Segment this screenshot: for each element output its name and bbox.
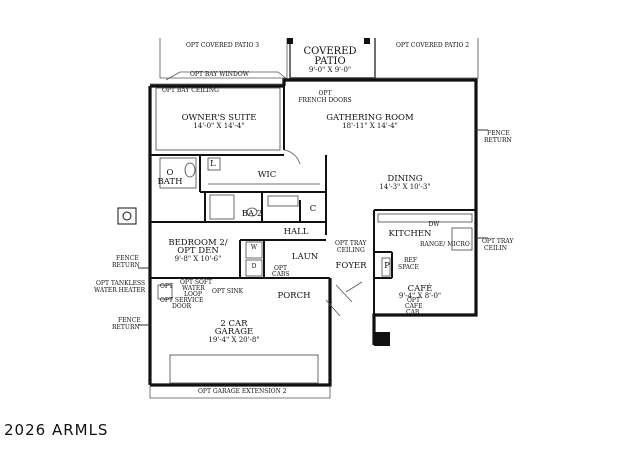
note-opt-cafe-cab-1: OPT [407, 297, 420, 304]
note-opt-cabs-2: CABS [272, 271, 289, 278]
room-wic-name: WIC [258, 170, 277, 180]
note-opt-soft-water-2: WATER [182, 285, 205, 292]
note-range-micro: RANGE/ MICRO [420, 241, 470, 248]
room-laun-name: LAUN [292, 252, 319, 262]
room-bedroom2-name-1: BEDROOM 2/ [168, 238, 227, 248]
note-ref-space-2: SPACE [398, 264, 419, 271]
room-cafe-dims: 9'-4" X 8'-0" [399, 292, 441, 300]
hvac-symbol [117, 207, 137, 225]
door-swings [283, 149, 363, 317]
garage-extension-outline [149, 386, 331, 399]
room-bedroom2-name-2: OPT DEN [177, 246, 219, 256]
note-opt-soft-water-3: LOOP [184, 291, 202, 298]
room-dining-name: DINING [387, 174, 422, 184]
note-opt-tankless-2: WATER HEATER [94, 287, 146, 294]
room-dw-label: DW [429, 221, 441, 228]
fence-lines [138, 129, 488, 326]
note-opt-cabs-1: OPT [274, 265, 287, 272]
note-ref-space-1: REF [404, 257, 417, 264]
room-p-label: P [384, 261, 390, 271]
room-cafe-name: CAFÉ [408, 282, 433, 294]
room-garage-name-2: GARAGE [215, 327, 253, 337]
note-opt-tray-ceilin-right-2: CEILIN [484, 245, 507, 252]
note-opt-badge: OPT [160, 283, 173, 290]
note-opt-french-doors-1: OPT [319, 90, 332, 97]
interior-walls [150, 86, 476, 315]
note-opt-bay-ceiling: OPT BAY CEILING [162, 87, 219, 94]
fixtures [155, 87, 473, 384]
room-owners-suite-name: OWNER'S SUITE [182, 113, 257, 123]
room-porch-name: PORCH [277, 291, 310, 301]
note-opt-tankless-1: OPT TANKLESS [96, 280, 145, 287]
note-opt-covered-patio-3: OPT COVERED PATIO 3 [186, 42, 259, 49]
room-owners-bath-name-1: O [167, 168, 174, 178]
note-opt-sink: OPT SINK [212, 288, 244, 295]
note-opt-tray-ceiling-2: CEILING [337, 247, 365, 254]
room-garage-dims: 19'-4" X 20'-8" [208, 336, 259, 344]
optional-patio-outlines [150, 38, 479, 85]
room-gathering-name: GATHERING ROOM [326, 113, 414, 123]
room-w-label: W [251, 244, 258, 251]
note-opt-garage-extension: OPT GARAGE EXTENSION 2 [198, 388, 287, 395]
note-opt-service-door-1: OPT SERVICE [160, 297, 203, 304]
note-fence-return-left-2: RETURN [112, 262, 140, 269]
room-covered-patio-name-2: PATIO [314, 56, 345, 67]
note-opt-tray-ceilin-right-1: OPT TRAY [482, 238, 514, 245]
note-opt-cafe-cab-2: CAFE [405, 303, 422, 310]
entry-steps [374, 332, 390, 346]
room-c-label: C [310, 204, 317, 214]
room-covered-patio-name-1: COVERED [303, 46, 356, 57]
room-ba2-name: BA 2 [242, 209, 263, 219]
room-bedroom2-dims: 9'-8" X 10'-6" [175, 255, 222, 263]
note-opt-french-doors-2: FRENCH DOORS [298, 97, 351, 104]
note-opt-tray-ceiling-1: OPT TRAY [335, 240, 367, 247]
note-opt-covered-patio-2: OPT COVERED PATIO 2 [396, 42, 469, 49]
note-fence-return-lower-2: RETURN [112, 324, 140, 331]
room-foyer-name: FOYER [335, 261, 367, 271]
watermark: 2026 ARMLS [4, 421, 108, 439]
exterior-walls [148, 78, 478, 387]
room-kitchen-name: KITCHEN [389, 229, 432, 239]
note-fence-return-right-1: FENCE [487, 130, 510, 137]
note-opt-cafe-cab-3: CAB [406, 309, 420, 316]
note-opt-soft-water-1: OPT SOFT [180, 279, 212, 286]
room-l-label: L [210, 159, 216, 169]
patio-columns [287, 38, 370, 44]
room-garage-name-1: 2 CAR [220, 319, 248, 329]
note-fence-return-right-2: RETURN [484, 137, 512, 144]
room-hall-name: HALL [284, 227, 309, 237]
note-fence-return-lower-1: FENCE [118, 317, 141, 324]
room-dining-dims: 14'-3" X 10'-3" [379, 183, 430, 191]
room-owners-suite-dims: 14'-0" X 14'-4" [193, 122, 244, 130]
note-fence-return-left-1: FENCE [116, 255, 139, 262]
room-d-label: D [252, 263, 257, 270]
room-owners-bath-name-2: BATH [157, 177, 182, 187]
room-covered-patio-dims: 9'-0" X 9'-0" [309, 66, 351, 74]
note-opt-bay-window: OPT BAY WINDOW [190, 71, 250, 78]
room-gathering-dims: 18'-11" X 14'-4" [342, 122, 398, 130]
note-opt-service-door-2: DOOR [172, 303, 192, 310]
